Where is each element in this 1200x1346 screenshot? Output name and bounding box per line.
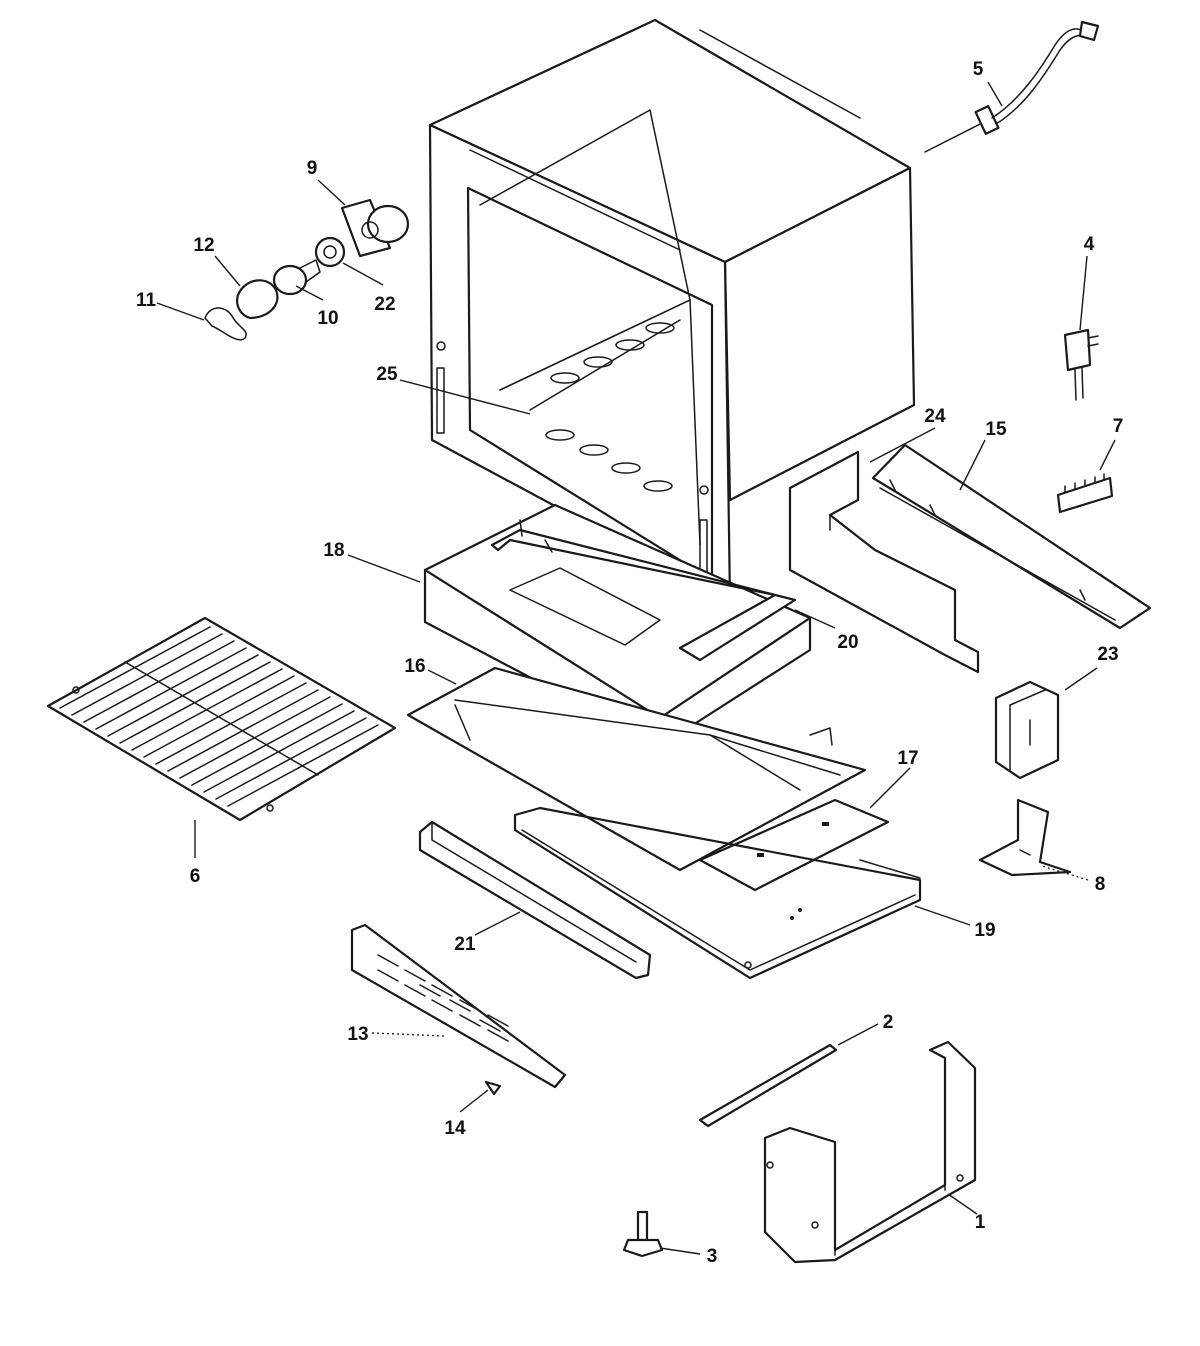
corner-bracket [994, 680, 1060, 780]
callout-19: 19 [974, 920, 995, 941]
rear-channel [871, 443, 1152, 630]
callout-13: 13 [347, 1024, 368, 1045]
callout-21: 21 [454, 934, 476, 955]
base-bracket [763, 1040, 977, 1264]
callout-14: 14 [444, 1118, 466, 1139]
light-bulb [272, 259, 321, 296]
callout-15: 15 [985, 419, 1007, 440]
clip-part [978, 798, 1072, 877]
terminal-block [1056, 473, 1114, 514]
light-housing [340, 198, 410, 258]
side-shield [788, 450, 980, 674]
oven-rack [46, 616, 397, 822]
callout-6: 6 [190, 866, 201, 887]
light-socket [314, 236, 346, 268]
callout-3: 3 [707, 1246, 718, 1267]
callout-22: 22 [374, 294, 395, 315]
switch-part [1063, 328, 1099, 401]
callout-8: 8 [1095, 874, 1106, 895]
light-lens [236, 279, 279, 320]
vent-panel [350, 923, 567, 1089]
burner-plate [698, 798, 890, 892]
leader-lines [156, 81, 1116, 1255]
callout-17: 17 [897, 748, 918, 769]
callout-24: 24 [924, 406, 946, 427]
burner-box [513, 806, 922, 980]
trim-strip [698, 1043, 838, 1128]
callout-2: 2 [883, 1012, 894, 1033]
oven-bottom [406, 666, 867, 872]
bottom-frame [490, 519, 797, 662]
oven-cavity [428, 18, 916, 602]
power-cord [924, 20, 1100, 153]
callout-25: 25 [376, 364, 398, 385]
callout-20: 20 [837, 632, 858, 653]
screw-part [484, 1080, 502, 1096]
callout-5: 5 [973, 59, 984, 80]
callout-10: 10 [317, 308, 338, 329]
callout-16: 16 [404, 656, 425, 677]
callout-11: 11 [136, 290, 157, 311]
callout-1: 1 [975, 1212, 986, 1233]
callout-labels: 1 2 3 4 5 6 7 8 9 10 11 12 13 14 15 16 1… [136, 59, 1123, 1267]
callout-7: 7 [1113, 416, 1124, 437]
leveling-leg [622, 1210, 664, 1258]
wire-clip [204, 307, 247, 341]
callout-4: 4 [1084, 234, 1095, 255]
callout-18: 18 [323, 540, 344, 561]
callout-12: 12 [193, 235, 214, 256]
front-rail [418, 820, 652, 980]
callout-9: 9 [307, 158, 318, 179]
callout-23: 23 [1097, 644, 1118, 665]
